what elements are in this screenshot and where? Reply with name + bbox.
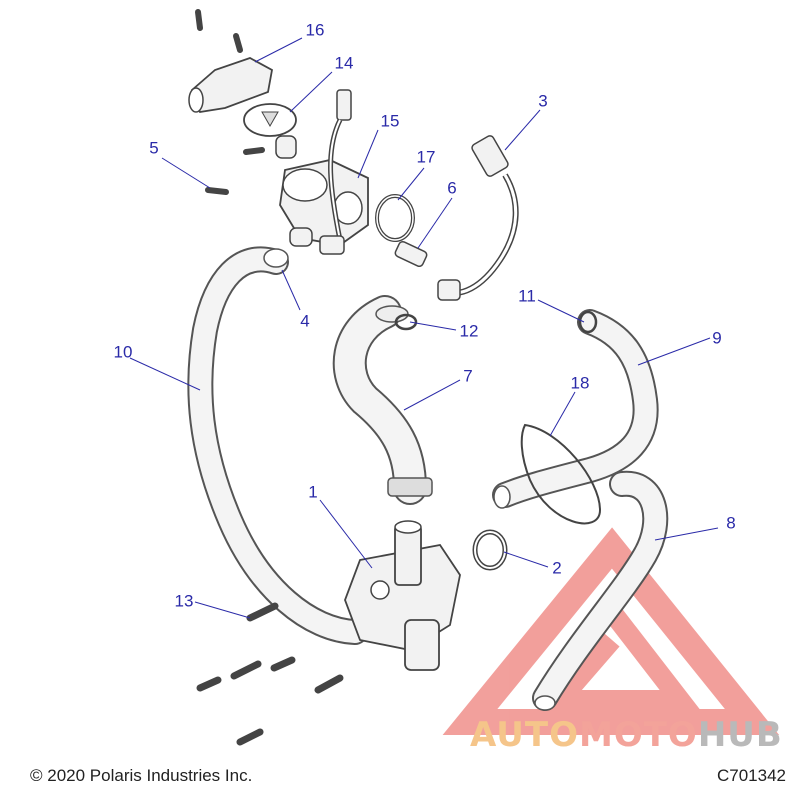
watermark-auto: AUTO	[470, 715, 579, 755]
leader-lines	[129, 37, 719, 619]
watermark-hub: HUB	[697, 715, 783, 755]
callout-12: 12	[459, 321, 479, 341]
callout-17: 17	[416, 147, 436, 167]
o-ring-17	[375, 194, 415, 242]
callout-18: 18	[570, 373, 590, 393]
callout-7: 7	[463, 366, 473, 386]
wire-tie-18	[520, 423, 602, 525]
watermark-logo	[442, 527, 780, 735]
hose-7	[332, 295, 433, 505]
drawing-id: C701342	[716, 766, 786, 785]
callout-10: 10	[113, 342, 133, 362]
hose-10	[187, 246, 368, 645]
watermark-text: AUTOMOTOHUB	[470, 718, 783, 752]
callout-13: 13	[174, 591, 194, 611]
clamp-11	[578, 310, 598, 334]
watermark-moto: MOTO	[578, 715, 698, 755]
callout-14: 14	[334, 53, 354, 73]
callout-15: 15	[380, 111, 400, 131]
water-pump-1	[344, 520, 461, 671]
thermostat-cover-16	[188, 57, 274, 114]
bolt-14	[243, 147, 265, 155]
callout-11: 11	[518, 286, 536, 306]
callout-3: 3	[538, 91, 548, 111]
callout-5: 5	[149, 138, 159, 158]
clamp-12	[394, 313, 418, 331]
copyright-notice: © 2020 Polaris Industries Inc.	[30, 766, 253, 785]
callout-6: 6	[447, 178, 457, 198]
callout-8: 8	[726, 513, 736, 533]
o-ring-2	[472, 529, 508, 571]
thermostat-14	[243, 103, 297, 159]
hose-8	[532, 470, 669, 711]
thermostat-housing-15	[279, 159, 369, 247]
callout-4: 4	[300, 311, 310, 331]
callout-1: 1	[308, 482, 318, 502]
callout-9: 9	[712, 328, 722, 348]
sensor-harness-3	[437, 135, 519, 301]
bolt-5	[205, 187, 229, 195]
bolt-16b	[233, 33, 243, 53]
bolt-16a	[195, 9, 203, 31]
callout-2: 2	[552, 558, 562, 578]
hose-9	[492, 309, 659, 509]
callout-16: 16	[305, 20, 325, 40]
bolt-13	[246, 602, 279, 622]
temp-sensor-6	[394, 240, 428, 268]
harness-lead	[319, 89, 352, 255]
bolt-set	[196, 656, 344, 746]
